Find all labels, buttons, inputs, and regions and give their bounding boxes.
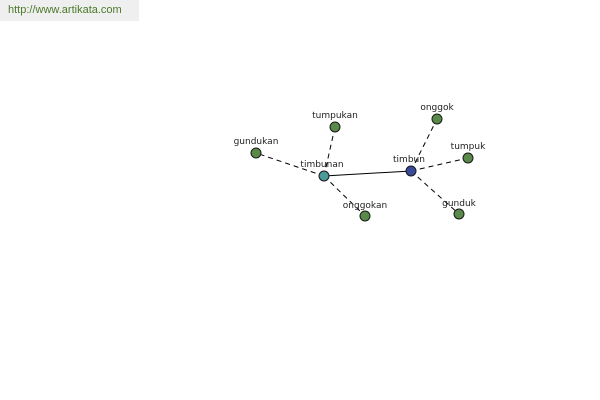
node-circle-tumpuk[interactable] (462, 152, 474, 164)
edge-timbunan-gundukan (255, 152, 325, 177)
node-circle-onggokan[interactable] (359, 210, 371, 222)
site-url-text[interactable]: http://www.artikata.com (8, 4, 122, 16)
node-onggokan[interactable]: onggokan (343, 201, 387, 222)
nodes-layer: timbunan timbun tumpukan gundukan onggokan on… (234, 103, 486, 222)
node-tumpuk[interactable]: tumpuk (451, 142, 486, 164)
node-circle-gunduk[interactable] (453, 208, 465, 220)
edge-timbun-gunduk (410, 170, 460, 215)
edge-timbun-onggok (410, 118, 438, 172)
site-url-banner[interactable]: http://www.artikata.com (0, 0, 139, 21)
edge-timbun-tumpuk (410, 157, 469, 172)
node-label-tumpukan[interactable]: tumpukan (312, 111, 358, 121)
node-label-timbunan[interactable]: timbunan (300, 160, 343, 170)
node-circle-gundukan[interactable] (250, 147, 262, 159)
node-gunduk[interactable]: gunduk (442, 199, 477, 220)
node-label-timbun[interactable]: timbun (393, 155, 425, 165)
node-label-gundukan[interactable]: gundukan (234, 137, 279, 147)
node-onggok[interactable]: onggok (420, 103, 454, 125)
node-circle-tumpukan[interactable] (329, 121, 341, 133)
node-label-tumpuk[interactable]: tumpuk (451, 142, 486, 152)
node-tumpukan[interactable]: tumpukan (312, 111, 358, 133)
node-circle-onggok[interactable] (431, 113, 443, 125)
edge-timbunan-onggokan (323, 175, 366, 217)
node-label-onggokan[interactable]: onggokan (343, 201, 387, 211)
node-timbun[interactable]: timbun (393, 155, 425, 177)
node-circle-timbun[interactable] (405, 165, 417, 177)
node-label-gunduk[interactable]: gunduk (442, 199, 477, 209)
node-gundukan[interactable]: gundukan (234, 137, 279, 159)
node-circle-timbunan[interactable] (318, 170, 330, 182)
edges-layer (255, 118, 469, 217)
edge-timbunan-timbun (323, 170, 412, 177)
node-label-onggok[interactable]: onggok (420, 103, 454, 113)
node-timbunan[interactable]: timbunan (300, 160, 344, 182)
